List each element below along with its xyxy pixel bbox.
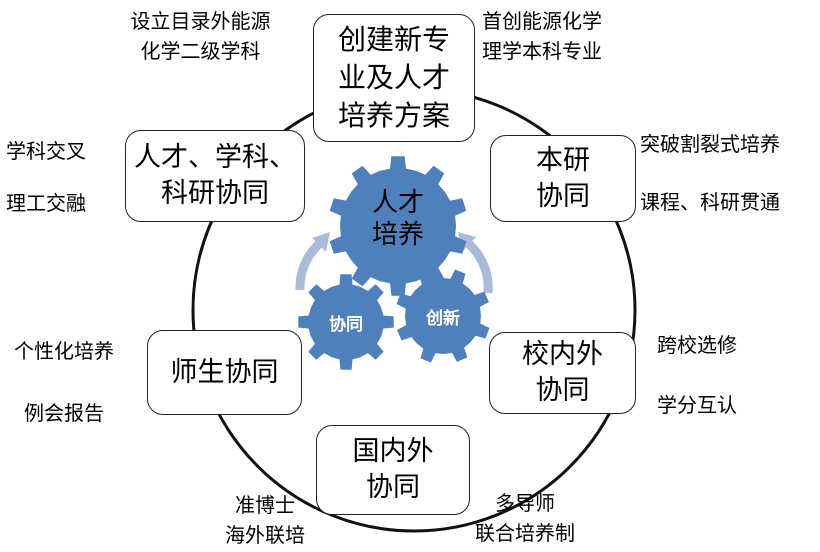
box-line: 师生协同 — [170, 356, 279, 388]
note-left-upper: 学科交叉理工交融 — [6, 125, 86, 229]
note-right-lower: 跨校选修学分互认 — [657, 315, 737, 435]
box-undergrad-grad: 本研协同 — [490, 135, 636, 222]
box-line: 协同 — [535, 375, 590, 406]
arrow-left-head-icon — [312, 232, 330, 252]
note-line: 学分互认 — [657, 393, 737, 417]
note-line: 个性化培养 — [14, 339, 114, 363]
note-bottom-right: 多导师联合培养制 — [460, 488, 590, 548]
note-top-left: 设立目录外能源化学二级学科 — [118, 6, 283, 66]
note-line: 准博士 — [235, 493, 295, 517]
gear-right-icon — [396, 269, 490, 363]
box-line: 创建新专 — [337, 23, 450, 56]
arrow-right-icon — [464, 239, 493, 294]
gear-left-icon — [298, 274, 394, 370]
note-line: 理工交融 — [6, 191, 86, 215]
note-right-upper: 突破割裂式培养课程、科研贯通 — [640, 115, 780, 231]
note-line: 多导师 — [495, 491, 555, 515]
box-line: 培养方案 — [337, 99, 450, 132]
main-gear-label: 人才 培养 — [348, 187, 448, 251]
note-top-right: 首创能源化学理学本科专业 — [482, 6, 602, 66]
note-line: 设立目录外能源 — [130, 9, 271, 33]
box-line: 人才、学科、 — [134, 142, 296, 173]
gear-left-label: 协同 — [329, 315, 363, 335]
box-inter-school: 校内外协同 — [489, 332, 636, 414]
note-line: 理学本科专业 — [482, 39, 602, 63]
box-line: 校内外 — [522, 339, 603, 370]
box-teacher-student: 师生协同 — [147, 330, 302, 415]
box-line: 国内外 — [352, 436, 434, 467]
main-gear-line: 人才 — [371, 188, 424, 218]
note-line: 化学二级学科 — [140, 39, 261, 63]
note-line: 联合培养制 — [475, 521, 575, 545]
note-left-lower: 个性化培养例会报告 — [4, 320, 124, 444]
note-line: 例会报告 — [24, 401, 104, 425]
note-line: 首创能源化学 — [482, 9, 602, 33]
note-line: 学科交叉 — [6, 139, 86, 163]
arrow-left-icon — [295, 239, 324, 291]
box-line: 协同 — [536, 180, 590, 212]
note-line: 课程、科研贯通 — [640, 190, 780, 214]
note-line: 海外联培 — [225, 523, 305, 547]
note-bottom-left: 准博士海外联培 — [210, 490, 320, 550]
box-line: 协同 — [366, 472, 420, 503]
main-gear-line: 培养 — [371, 220, 424, 250]
box-international: 国内外协同 — [316, 425, 470, 515]
gear-right-label: 创新 — [426, 309, 460, 329]
box-line: 本研 — [536, 144, 590, 176]
box-talent-discipline-research: 人才、学科、科研协同 — [125, 130, 305, 222]
box-line: 科研协同 — [161, 178, 269, 209]
gear-main-icon — [329, 156, 467, 296]
note-line: 突破割裂式培养 — [640, 132, 780, 156]
box-line: 业及人才 — [337, 61, 450, 94]
note-line: 跨校选修 — [657, 333, 737, 357]
box-new-major: 创建新专业及人才培养方案 — [313, 14, 475, 142]
